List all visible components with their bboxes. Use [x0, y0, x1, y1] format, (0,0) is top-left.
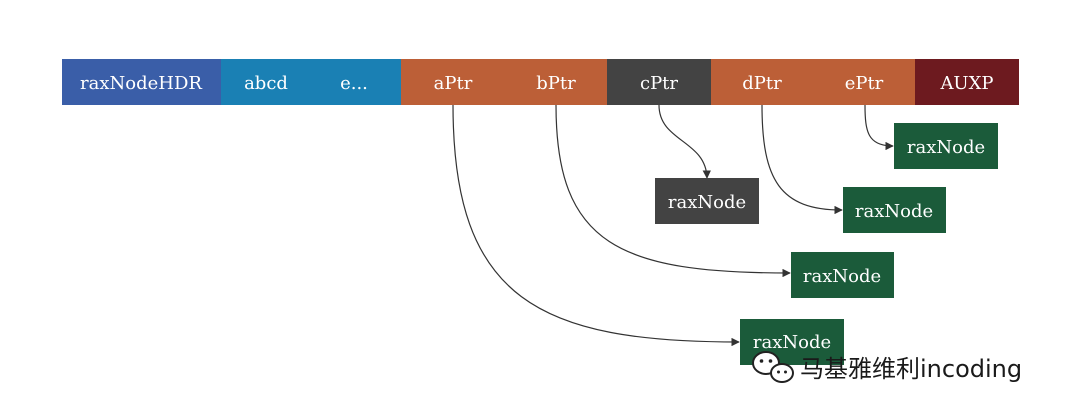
edge-bptr-to-node — [555, 104, 791, 278]
segment-auxp: AUXP — [915, 59, 1019, 105]
segment-bptr: bPtr — [505, 59, 607, 105]
segment-abcd: abcd — [221, 59, 311, 105]
edge-cptr-to-node — [658, 104, 711, 179]
node-label: raxNode — [668, 192, 746, 213]
segment-dptr: dPtr — [711, 59, 813, 105]
segment-label: abcd — [244, 73, 288, 94]
rax-nodes: raxNode raxNode raxNode raxNode raxNode — [655, 123, 998, 365]
segment-label: ePtr — [845, 73, 884, 94]
edge-eptr-to-node — [864, 104, 894, 151]
segment-raxnodehdr: raxNodeHDR — [62, 59, 221, 105]
header-bar: raxNodeHDR abcd e... aPtr bPtr cPtr dPtr — [62, 59, 1019, 105]
pointer-edges — [452, 104, 894, 347]
segment-eptr: ePtr — [813, 59, 915, 105]
segment-label: e... — [340, 73, 368, 94]
node-label: raxNode — [907, 137, 985, 158]
rax-node-b: raxNode — [791, 252, 894, 298]
segment-e-ellipsis: e... — [311, 59, 401, 105]
segment-label: AUXP — [939, 73, 993, 94]
segment-cptr: cPtr — [607, 59, 711, 105]
rax-node-d: raxNode — [843, 187, 946, 233]
node-label: raxNode — [753, 332, 831, 353]
rax-node-e: raxNode — [894, 123, 998, 169]
watermark: 马基雅维利incoding — [752, 351, 1022, 383]
segment-label: cPtr — [640, 73, 678, 94]
node-label: raxNode — [803, 266, 881, 287]
segment-label: raxNodeHDR — [80, 73, 202, 94]
segment-aptr: aPtr — [401, 59, 505, 105]
rax-node-c: raxNode — [655, 178, 759, 224]
watermark-text: 马基雅维利incoding — [800, 355, 1022, 383]
segment-label: bPtr — [536, 73, 576, 94]
node-label: raxNode — [855, 201, 933, 222]
wechat-icon — [752, 351, 794, 383]
edge-dptr-to-node — [761, 104, 843, 215]
segment-label: dPtr — [742, 73, 782, 94]
edge-aptr-to-node — [452, 104, 740, 347]
segment-label: aPtr — [434, 73, 473, 94]
